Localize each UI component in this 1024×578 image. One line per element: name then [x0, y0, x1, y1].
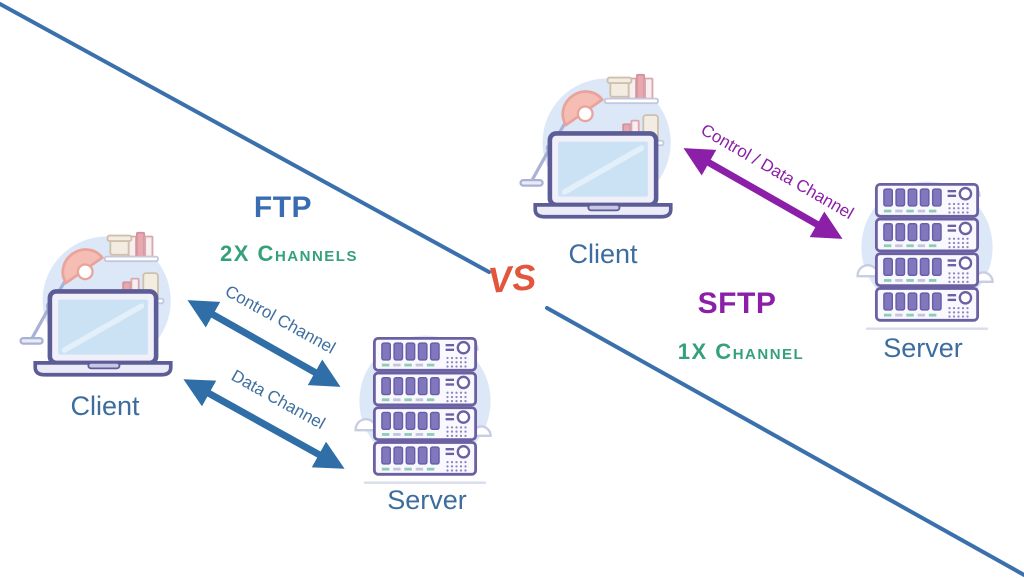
ftp-subtitle: 2X Channels [220, 241, 358, 266]
ftp-control-channel-arrow [187, 300, 341, 387]
ftp-server-icon [350, 312, 500, 495]
sftp-server-label: Server [883, 333, 963, 363]
diagonal-divider-top [0, 2, 491, 274]
ftp-server-label: Server [387, 485, 467, 515]
sftp-client-icon [515, 62, 680, 236]
diagonal-divider-bottom [545, 306, 1024, 578]
ftp-section-title: FTP [253, 191, 313, 224]
sftp-subtitle: 1X Channel [677, 339, 805, 364]
sftp-client-label: Client [568, 239, 638, 269]
ftp-client-icon [15, 220, 180, 394]
ftp-client-label: Client [70, 391, 140, 421]
ftp-data-channel-arrow [183, 379, 345, 469]
sftp-section-title: SFTP [697, 287, 777, 320]
sftp-control-data-channel-arrow [683, 148, 843, 239]
vs-label: VS [486, 255, 538, 302]
sftp-server-icon [852, 158, 1002, 341]
